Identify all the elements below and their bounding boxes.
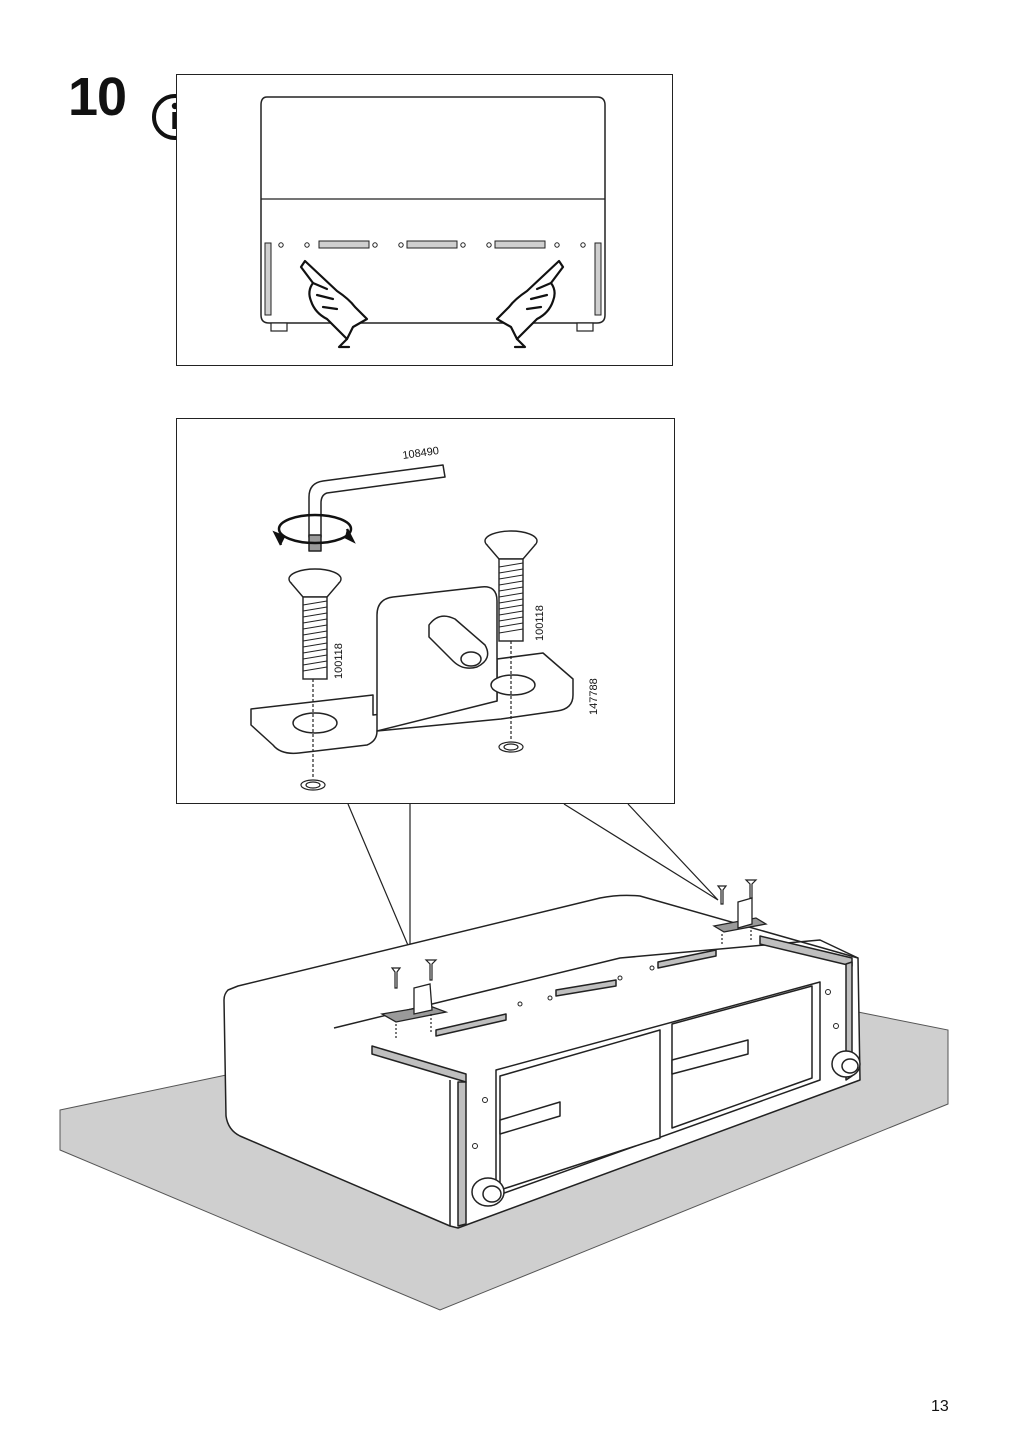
mounted-brackets: [380, 897, 768, 1023]
sofa-back-outline: [260, 96, 606, 324]
rotate-arrow-icon: [272, 513, 356, 546]
right-hand-icon: [495, 259, 565, 349]
sofa-frame: [223, 894, 861, 1229]
mounted-screws: [390, 879, 758, 1040]
screw-left-part-number: 100118: [333, 643, 345, 679]
hex-key-part-number: 108490: [402, 445, 440, 462]
bracket-icon: [250, 586, 574, 755]
left-hand-icon: [299, 259, 369, 349]
bracket-part-number: 147788: [588, 678, 600, 715]
bracket-detail-illustration: 108490 100118 100118: [250, 445, 600, 791]
detail-panel-bracket: 108490 100118 100118: [176, 418, 675, 804]
screw-left-icon: [288, 568, 342, 680]
frame-holes: [472, 965, 839, 1149]
screw-right-part-number: 100118: [534, 605, 546, 641]
screw-right-icon: [484, 530, 538, 642]
page-number: 13: [931, 1398, 949, 1415]
frame-holes: [278, 242, 586, 248]
step-number: 10: [68, 67, 127, 127]
frame-slots: [318, 240, 546, 249]
info-panel-sofa-back: [176, 74, 673, 366]
sofa-back-illustration: [260, 96, 606, 349]
mount-hole-markers: [300, 641, 524, 791]
